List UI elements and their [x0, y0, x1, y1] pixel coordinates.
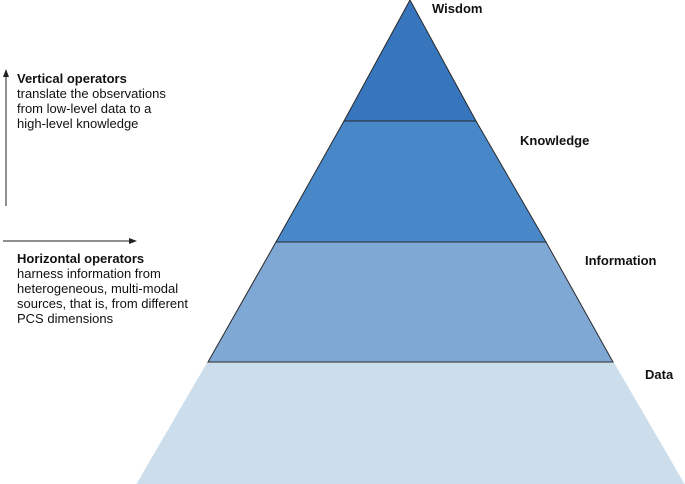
horizontal-operators-note: Horizontal operators harness information…: [17, 251, 188, 326]
vertical-operators-title: Vertical operators: [17, 71, 127, 86]
tier-wisdom: [343, 0, 477, 122]
label-information: Information: [585, 253, 657, 268]
label-knowledge: Knowledge: [520, 133, 590, 148]
tier-knowledge: [275, 120, 547, 243]
horizontal-operators-line: PCS dimensions: [17, 311, 114, 326]
tier-information: [207, 241, 614, 363]
tier-data: [136, 361, 685, 484]
vertical-operators-note: Vertical operators translate the observa…: [17, 71, 166, 131]
horizontal-operators-line: heterogeneous, multi-modal: [17, 281, 179, 296]
label-wisdom: Wisdom: [432, 1, 483, 16]
vertical-operators-line: translate the observations: [17, 86, 166, 101]
horizontal-operators-title: Horizontal operators: [17, 251, 145, 266]
vertical-operators-line: high-level knowledge: [17, 116, 139, 131]
horizontal-operators-line: harness information from: [17, 266, 161, 281]
label-data: Data: [645, 367, 674, 382]
vertical-operators-line: from low-level data to a: [17, 101, 152, 116]
horizontal-operators-line: sources, that is, from different: [17, 296, 188, 311]
